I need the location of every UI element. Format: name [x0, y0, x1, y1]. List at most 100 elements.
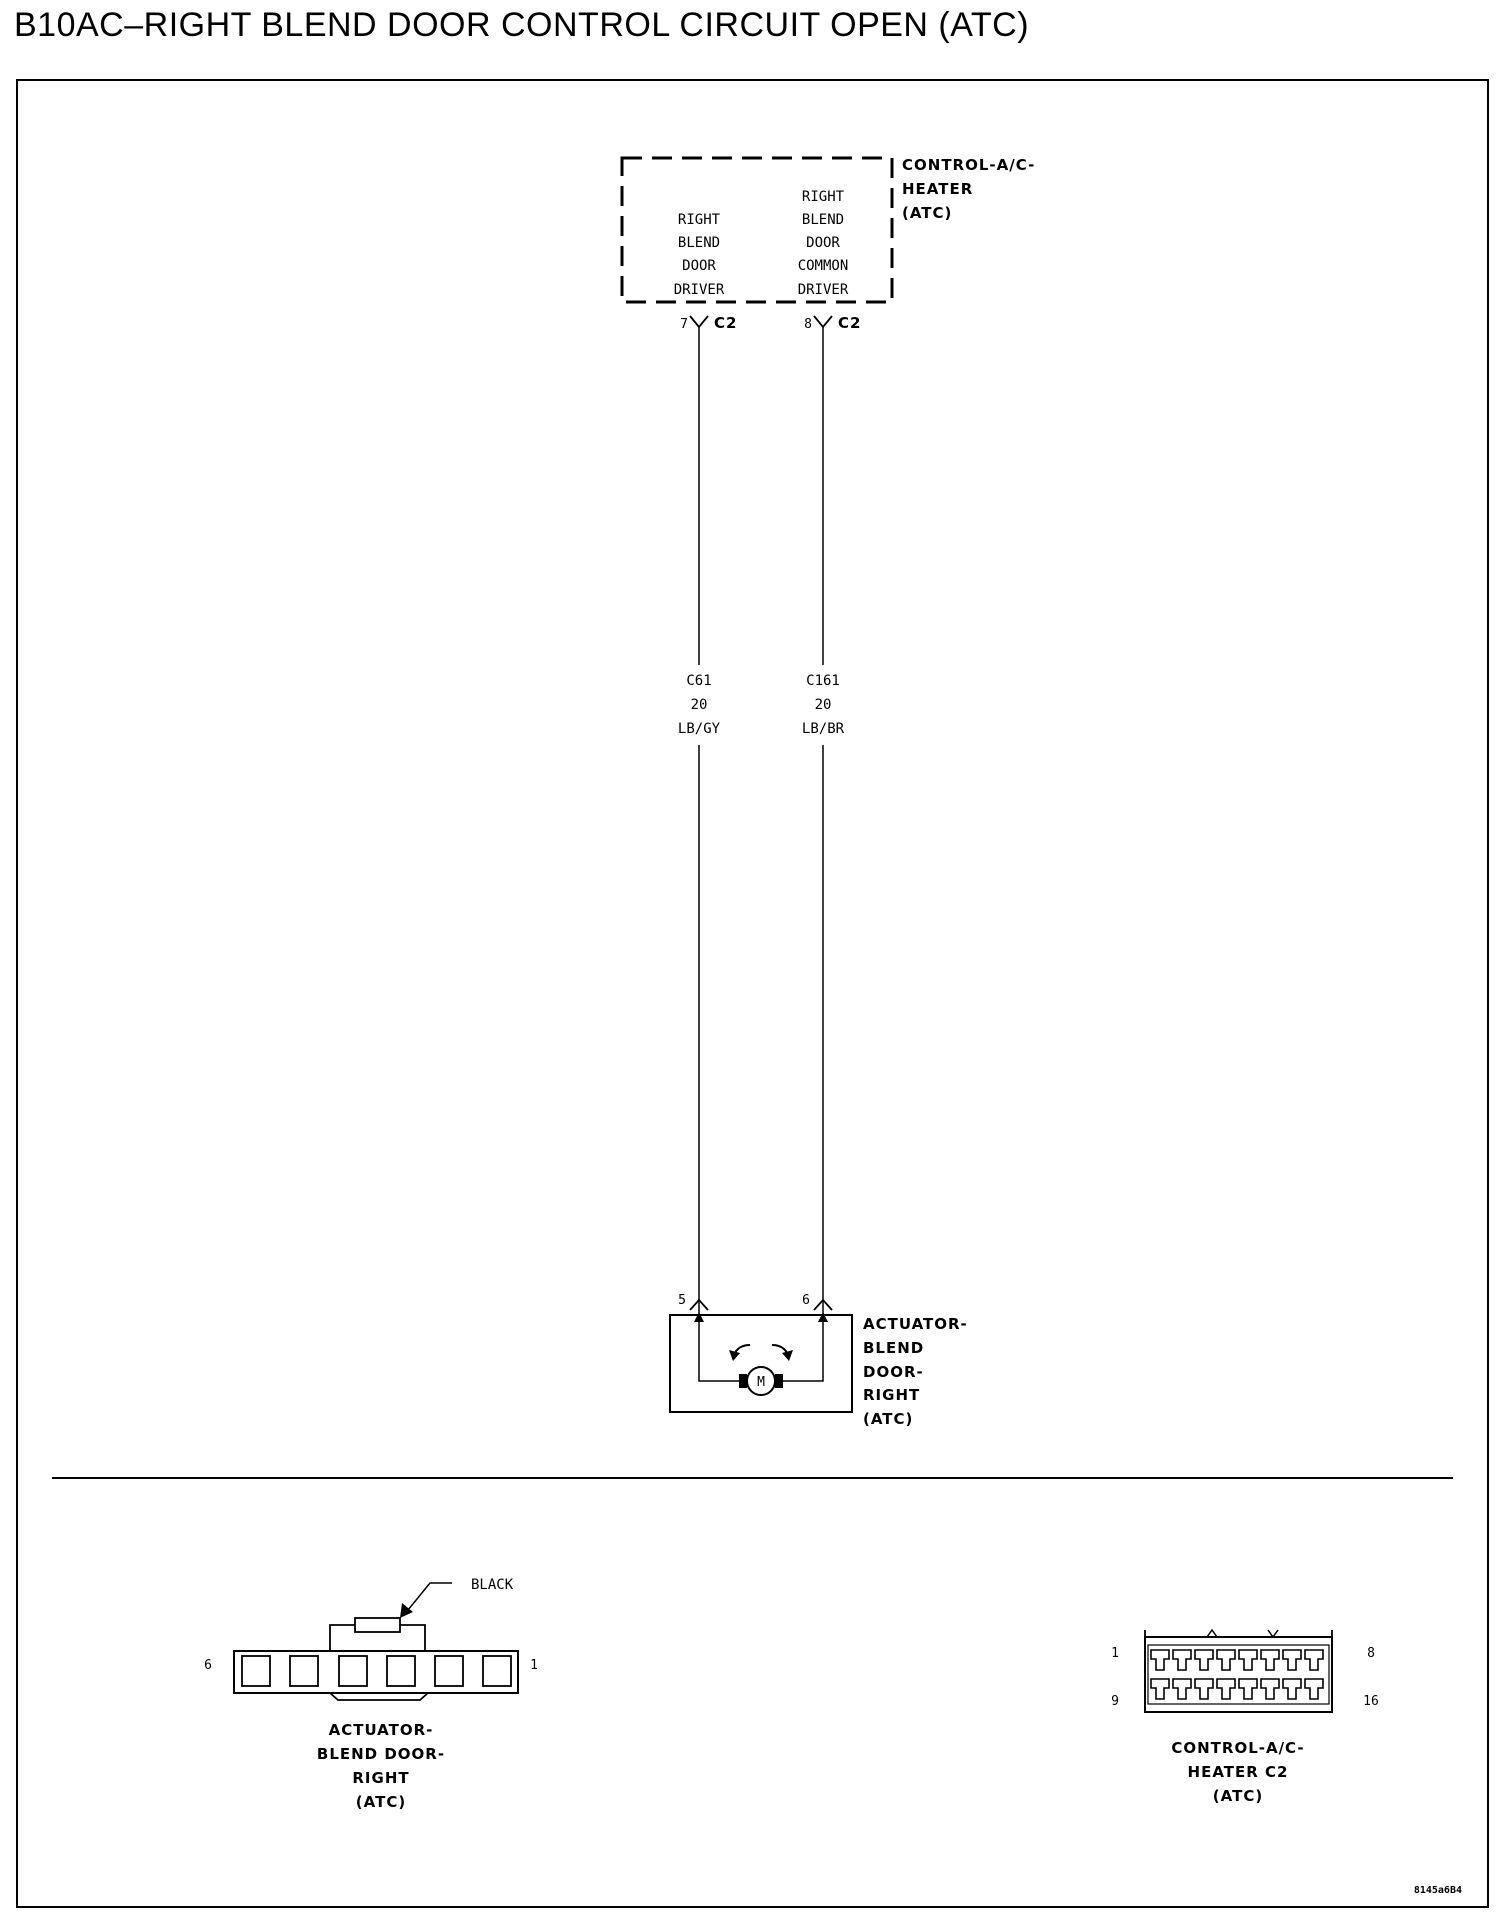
- module-connector-pin-16: 16: [1363, 1694, 1379, 1709]
- terminal-chevron-icon: [689, 1298, 709, 1311]
- cavity-4: [338, 1655, 368, 1687]
- arrow-up-icon: [694, 1312, 704, 1322]
- callout-black: BLACK: [471, 1577, 514, 1593]
- wire-c161-gauge: 20: [815, 697, 832, 713]
- wire-c161: C161 20 LB/BR: [802, 327, 845, 1302]
- c2-cavity-7: [1282, 1649, 1302, 1671]
- actuator-blend-door: 5 6 M ACTUATOR- BLEND DOOR- RIGHT (ATC): [669, 1293, 968, 1428]
- module-connector-pin-8: 8: [1367, 1646, 1375, 1661]
- module-left-pin-label-1: RIGHT: [678, 212, 721, 228]
- c2-cavity-10: [1172, 1678, 1192, 1700]
- page-title: B10AC–RIGHT BLEND DOOR CONTROL CIRCUIT O…: [14, 6, 1030, 44]
- wire-c61: C61 20 LB/GY: [678, 327, 721, 1302]
- module-connector-caption-1: CONTROL-A/C-: [1171, 1739, 1304, 1757]
- actuator-connector-view: BLACK 6 1 ACTUATOR- BLEND DOOR- RIGHT (A…: [204, 1577, 538, 1811]
- c2-cavity-1: [1150, 1649, 1170, 1671]
- c2-cavity-13: [1238, 1678, 1258, 1700]
- module-name-line-3: (ATC): [902, 204, 952, 222]
- wire-c161-circuit: C161: [806, 673, 840, 689]
- connector-shell: [1144, 1636, 1333, 1713]
- cavity-1: [482, 1655, 512, 1687]
- connector-lock-tab: [354, 1617, 401, 1633]
- c2-cavity-4: [1216, 1649, 1236, 1671]
- motor-icon: [746, 1366, 776, 1396]
- module-right-pin-label-2: BLEND: [802, 212, 844, 228]
- module-right-pin-label-5: DRIVER: [798, 282, 849, 298]
- rotation-arrowhead-icon: [729, 1350, 740, 1361]
- module-connector-c2-right: C2: [838, 314, 861, 332]
- callout-arrowhead-icon: [400, 1603, 413, 1618]
- c2-cavity-14: [1260, 1678, 1280, 1700]
- module-connector-pin-1: 1: [1111, 1646, 1119, 1661]
- module-name-line-2: HEATER: [902, 180, 973, 198]
- actuator-connector-caption-1: ACTUATOR-: [329, 1721, 434, 1739]
- wire-c61-gauge: 20: [691, 697, 708, 713]
- actuator-internal-wire-left: [698, 1302, 742, 1382]
- module-connector-left: 7 C2: [680, 314, 737, 332]
- c2-cavity-grid: [1150, 1649, 1324, 1700]
- c2-cavity-15: [1282, 1678, 1302, 1700]
- actuator-pin-6: 6: [802, 1293, 810, 1308]
- rotation-arrowhead-icon: [782, 1350, 793, 1361]
- actuator-body: [669, 1314, 853, 1413]
- connector-key: [329, 1692, 429, 1701]
- module-connector-pin-9: 9: [1111, 1694, 1119, 1709]
- module-left-pin-label-2: BLEND: [678, 235, 720, 251]
- actuator-connector-pin-1: 1: [530, 1658, 538, 1673]
- module-connector-view: 1 8 9 16 CONTROL-A/C- HEATER C2 (ATC): [1111, 1628, 1379, 1805]
- cavity-5: [289, 1655, 319, 1687]
- c2-cavity-9: [1150, 1678, 1170, 1700]
- motor-brush-left-icon: [739, 1374, 747, 1388]
- c2-cavity-8: [1304, 1649, 1324, 1671]
- module-right-pin-label-1: RIGHT: [802, 189, 845, 205]
- actuator-connector-caption-3: RIGHT: [352, 1769, 409, 1787]
- module-left-pin-label-4: DRIVER: [674, 282, 725, 298]
- module-pin-7: 7: [680, 317, 688, 332]
- module-right-pin-label-3: DOOR: [806, 235, 840, 251]
- module-connector-c2-left: C2: [714, 314, 737, 332]
- module-right-pin-label-4: COMMON: [798, 258, 849, 274]
- module-connector-right: 8 C2: [804, 314, 861, 332]
- module-pin-8: 8: [804, 317, 812, 332]
- actuator-connector-caption-2: BLEND DOOR-: [317, 1745, 445, 1763]
- control-module: CONTROL-A/C- HEATER (ATC) RIGHT BLEND DO…: [620, 156, 1034, 304]
- c2-cavity-5: [1238, 1649, 1258, 1671]
- terminal-fork-icon: [689, 315, 709, 329]
- actuator-connector-caption-4: (ATC): [356, 1793, 406, 1811]
- cavity-2: [434, 1655, 464, 1687]
- c2-cavity-16: [1304, 1678, 1324, 1700]
- actuator-name-line-1: ACTUATOR-: [863, 1315, 968, 1333]
- actuator-name-line-3: DOOR-: [863, 1363, 924, 1381]
- actuator-name-line-4: RIGHT: [863, 1386, 920, 1404]
- terminal-chevron-icon: [813, 1298, 833, 1311]
- motor-brush-right-icon: [775, 1374, 783, 1388]
- actuator-internal-wire-right: [780, 1302, 824, 1382]
- arrow-up-icon: [818, 1312, 828, 1322]
- cavity-frame: [1147, 1644, 1330, 1705]
- key-mark-icon: [1206, 1628, 1218, 1638]
- motor-label: M: [757, 1375, 765, 1390]
- wire-c161-color: LB/BR: [802, 721, 845, 737]
- module-dashed-outline: [620, 156, 894, 304]
- connector-body: [233, 1650, 519, 1694]
- figure-id: 8145a6B4: [1414, 1885, 1462, 1896]
- actuator-name-line-5: (ATC): [863, 1410, 913, 1428]
- c2-cavity-3: [1194, 1649, 1214, 1671]
- callout-leader: [407, 1582, 452, 1611]
- module-connector-caption-3: (ATC): [1213, 1787, 1263, 1805]
- module-connector-caption-2: HEATER C2: [1188, 1763, 1289, 1781]
- c2-cavity-6: [1260, 1649, 1280, 1671]
- c2-cavity-11: [1194, 1678, 1214, 1700]
- terminal-fork-icon: [813, 315, 833, 329]
- actuator-name-line-2: BLEND: [863, 1339, 924, 1357]
- cavity-6: [241, 1655, 271, 1687]
- actuator-connector-pin-6: 6: [204, 1658, 212, 1673]
- module-left-pin-label-3: DOOR: [682, 258, 716, 274]
- wire-c61-color: LB/GY: [678, 721, 721, 737]
- actuator-pin-5: 5: [678, 1293, 686, 1308]
- diagram-frame: [16, 79, 1489, 1908]
- wire-c61-circuit: C61: [686, 673, 711, 689]
- c2-cavity-12: [1216, 1678, 1236, 1700]
- key-mark-icon: [1267, 1629, 1279, 1639]
